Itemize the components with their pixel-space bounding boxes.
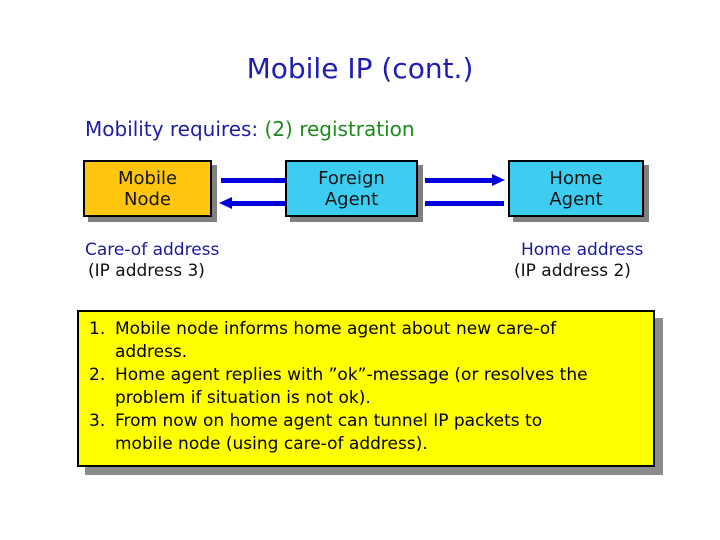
- foreign-agent-box: Foreign Agent: [285, 160, 418, 217]
- home-address-line1: Home address: [521, 240, 644, 260]
- request-line-left-segment: [221, 178, 285, 183]
- reply-line-left-segment: [231, 201, 285, 206]
- home-agent-label-line1: Home: [549, 167, 603, 189]
- mobile-node-label-line1: Mobile: [117, 167, 178, 189]
- reply-line-right-segment: [425, 201, 504, 206]
- subtitle: Mobility requires: (2) registration: [85, 117, 415, 141]
- step-number: 1.: [89, 319, 106, 339]
- registration-steps-box: 1. Mobile node informs home agent about …: [77, 310, 655, 467]
- home-address-label: Home address (IP address 2): [514, 240, 643, 282]
- care-of-address-line1: Care-of address: [85, 240, 220, 260]
- foreign-agent-label-line2: Agent: [324, 188, 379, 210]
- arrow-left-icon: [219, 197, 232, 209]
- list-item: 1. Mobile node informs home agent about …: [89, 318, 645, 364]
- step-text: Mobile node informs home agent about new…: [115, 319, 557, 362]
- step-number: 2.: [89, 365, 106, 385]
- care-of-address-label: Care-of address (IP address 3): [85, 240, 219, 282]
- page-title: Mobile IP (cont.): [246, 52, 474, 85]
- list-item: 2. Home agent replies with ”ok”-message …: [89, 364, 645, 410]
- subtitle-highlight: (2) registration: [264, 117, 415, 141]
- step-text: From now on home agent can tunnel IP pac…: [115, 411, 543, 454]
- step-text: Home agent replies with ”ok”-message (or…: [115, 365, 588, 408]
- request-line-right-segment: [425, 178, 493, 183]
- mobile-node-label-line2: Node: [124, 188, 171, 210]
- care-of-address-line2: (IP address 3): [88, 261, 205, 281]
- home-address-line2: (IP address 2): [514, 261, 631, 281]
- mobile-node-box: Mobile Node: [83, 160, 212, 217]
- foreign-agent-label-line1: Foreign: [318, 167, 385, 189]
- home-agent-box: Home Agent: [508, 160, 644, 217]
- arrow-right-icon: [492, 174, 505, 186]
- subtitle-prefix: Mobility requires:: [85, 117, 265, 141]
- list-item: 3. From now on home agent can tunnel IP …: [89, 410, 645, 456]
- home-agent-label-line2: Agent: [549, 188, 603, 210]
- step-number: 3.: [89, 411, 106, 431]
